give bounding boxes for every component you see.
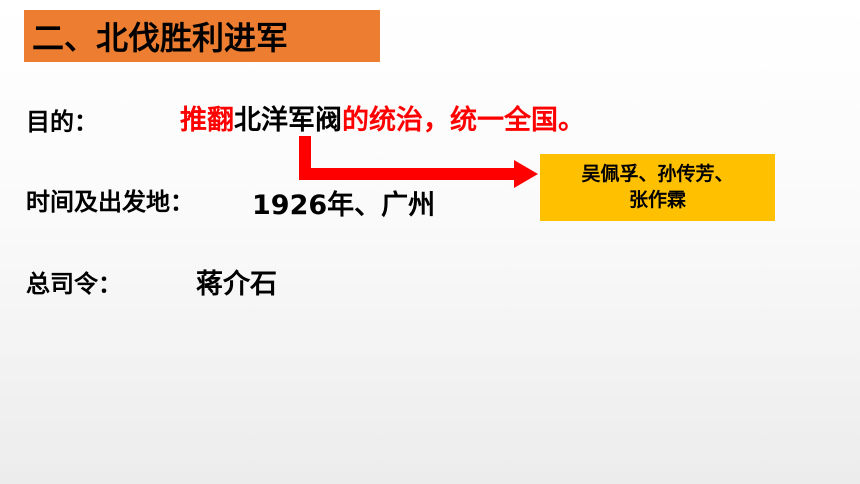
commander-label: 总司令： (26, 270, 122, 298)
purpose-text: 推翻北洋军阀的统治，统一全国。 (180, 98, 585, 137)
purpose-part-unify: 的统治，统一全国。 (342, 105, 585, 136)
purpose-part-beiyang: 北洋军阀 (234, 105, 342, 136)
time-place-value: 1926年、广州 (252, 190, 436, 221)
commander-value: 蒋介石 (196, 269, 277, 300)
callout-line-1: 吴佩孚、孙传芳、 (581, 163, 734, 185)
warlords-callout: 吴佩孚、孙传芳、 张作霖 (540, 154, 775, 221)
callout-line-2: 张作霖 (628, 189, 686, 211)
arrow-head (514, 160, 538, 188)
purpose-label: 目的： (26, 108, 98, 136)
slide-title-box: 二、北伐胜利进军 (24, 10, 380, 62)
time-place-label: 时间及出发地： (26, 188, 194, 216)
slide-title: 二、北伐胜利进军 (32, 19, 289, 57)
purpose-part-overthrow: 推翻 (180, 105, 234, 136)
arrow-line (299, 136, 518, 180)
